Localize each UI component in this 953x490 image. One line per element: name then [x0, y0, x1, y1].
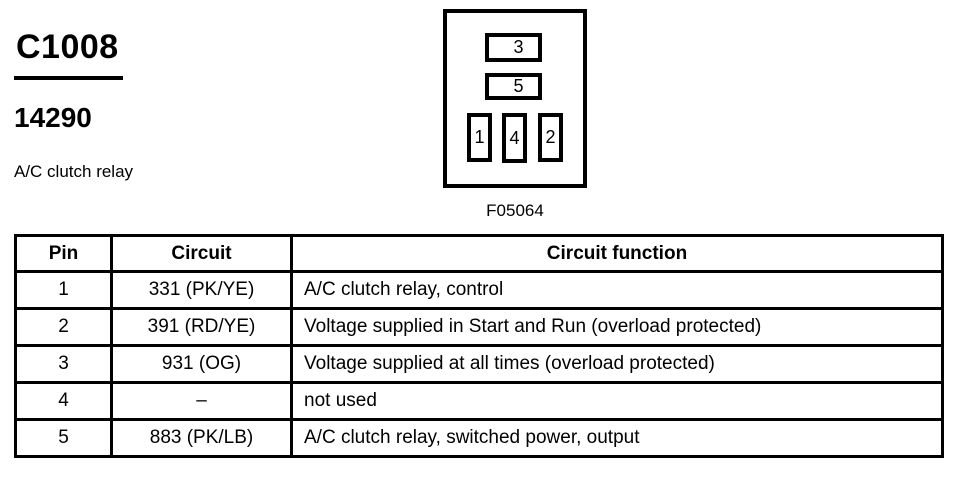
cavity-pin-3: 3	[485, 33, 542, 62]
connector-id-title: C1008	[14, 28, 123, 80]
connector-description: A/C clutch relay	[14, 162, 134, 181]
table-row: 5 883 (PK/LB) A/C clutch relay, switched…	[14, 418, 944, 458]
cell-pin: 2	[14, 307, 113, 347]
header-circuit: Circuit	[110, 234, 293, 273]
cell-circuit: –	[110, 381, 293, 421]
cell-circuit: 931 (OG)	[110, 344, 293, 384]
cavity-pin-1-label: 1	[474, 127, 485, 147]
cavity-pin-2-label: 2	[545, 127, 556, 147]
cell-circuit: 883 (PK/LB)	[110, 418, 293, 458]
cell-circuit-function: Voltage supplied at all times (overload …	[290, 344, 944, 384]
connector-face-diagram: 3 5 1 4 2	[443, 9, 587, 188]
cavity-pin-4: 4	[502, 113, 527, 163]
figure-label: F05064	[486, 201, 544, 220]
title-block: C1008 14290 A/C clutch relay	[14, 28, 133, 182]
table-header-row: Pin Circuit Circuit function	[14, 234, 944, 273]
cell-pin: 4	[14, 381, 113, 421]
cavity-pin-1: 1	[467, 113, 492, 162]
cavity-pin-3-label: 3	[513, 37, 524, 57]
cell-circuit-function: Voltage supplied in Start and Run (overl…	[290, 307, 944, 347]
table-row: 1 331 (PK/YE) A/C clutch relay, control	[14, 270, 944, 310]
table-row: 3 931 (OG) Voltage supplied at all times…	[14, 344, 944, 384]
cell-pin: 3	[14, 344, 113, 384]
table-row: 4 – not used	[14, 381, 944, 421]
part-number: 14290	[14, 102, 92, 133]
cavity-pin-2: 2	[538, 113, 563, 162]
cavity-pin-5-label: 5	[513, 76, 524, 96]
header-pin: Pin	[14, 234, 113, 273]
cell-circuit-function: not used	[290, 381, 944, 421]
pin-table: Pin Circuit Circuit function 1 331 (PK/Y…	[14, 234, 944, 458]
cavity-pin-4-label: 4	[509, 127, 520, 148]
cell-circuit: 331 (PK/YE)	[110, 270, 293, 310]
header-circuit-function: Circuit function	[290, 234, 944, 273]
table-row: 2 391 (RD/YE) Voltage supplied in Start …	[14, 307, 944, 347]
cell-pin: 5	[14, 418, 113, 458]
cell-circuit-function: A/C clutch relay, switched power, output	[290, 418, 944, 458]
cell-circuit: 391 (RD/YE)	[110, 307, 293, 347]
cell-pin: 1	[14, 270, 113, 310]
cell-circuit-function: A/C clutch relay, control	[290, 270, 944, 310]
cavity-pin-5: 5	[485, 73, 542, 100]
